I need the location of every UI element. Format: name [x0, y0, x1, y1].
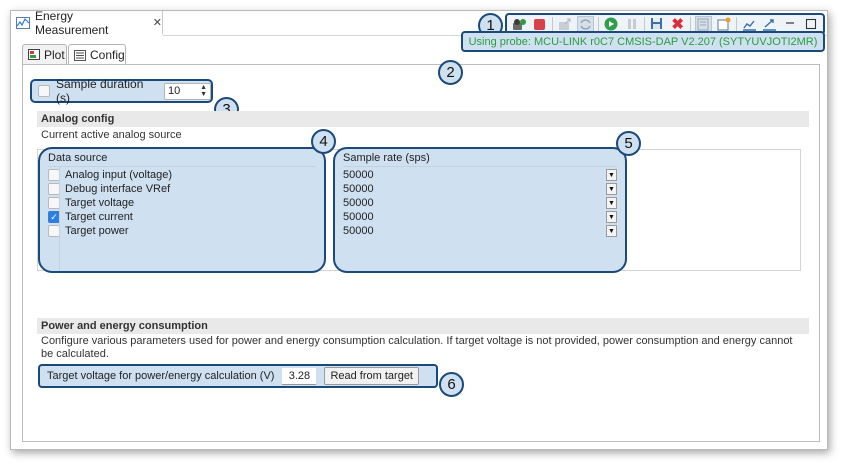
layout-icon[interactable]: [694, 15, 712, 33]
delete-icon[interactable]: ✖: [671, 16, 684, 33]
open-config-icon[interactable]: [716, 16, 733, 33]
sample-duration-group: Sample duration (s) 10 ▲▼: [30, 77, 213, 105]
dropdown-arrow-icon[interactable]: ▼: [606, 197, 617, 209]
analog-subtitle: Current active analog source: [41, 129, 182, 141]
toolbar-separator: [598, 16, 599, 32]
callout-data-source: 4: [311, 129, 336, 154]
spinner-arrows-icon[interactable]: ▲▼: [200, 84, 207, 98]
analog-config-header: Analog config: [37, 111, 809, 127]
power-description: Configure various parameters used for po…: [41, 335, 793, 360]
source-label: Analog input (voltage): [65, 169, 173, 181]
source-label: Target power: [65, 225, 129, 237]
sample-rate-value: 50000: [343, 225, 374, 237]
list-item[interactable]: 50000 ▼: [343, 210, 617, 224]
sample-rate-value: 50000: [343, 211, 374, 223]
dropdown-arrow-icon[interactable]: ▼: [606, 225, 617, 237]
sample-rate-header: Sample rate (sps): [343, 152, 617, 167]
config-icon: [74, 49, 86, 61]
list-item[interactable]: ✓ Target current: [48, 210, 316, 224]
maximize-icon[interactable]: [802, 16, 819, 33]
probe-status: Using probe: MCU-LINK r0C7 CMSIS-DAP V2.…: [461, 31, 825, 52]
data-source-header: Data source: [48, 152, 316, 167]
target-voltage-input[interactable]: 3.28: [282, 367, 317, 385]
import-icon[interactable]: [741, 16, 758, 33]
list-item[interactable]: Target voltage: [48, 196, 316, 210]
sample-duration-checkbox[interactable]: [38, 85, 50, 97]
dropdown-arrow-icon[interactable]: ▼: [606, 169, 617, 181]
sample-duration-spinner[interactable]: 10 ▲▼: [164, 82, 211, 100]
plot-icon: [28, 49, 40, 60]
stop-icon[interactable]: [532, 16, 549, 33]
target-voltage-group: Target voltage for power/energy calculat…: [38, 364, 438, 388]
sample-rate-column: Sample rate (sps) 50000 ▼ 50000 ▼ 50000 …: [333, 147, 627, 273]
toolbar-separator: [552, 16, 553, 32]
view-tab-title: Energy Measurement: [35, 8, 109, 37]
sync-icon[interactable]: [577, 15, 595, 33]
list-item[interactable]: Analog input (voltage): [48, 168, 316, 182]
tab-config-label: Config: [90, 48, 125, 62]
source-label: Target voltage: [65, 197, 135, 209]
view-tab-energy-measurement[interactable]: Energy Measurement ✕: [11, 8, 163, 37]
target-voltage-label: Target voltage for power/energy calculat…: [47, 370, 275, 382]
sample-duration-value: 10: [168, 85, 181, 97]
connect-probe-icon[interactable]: [511, 16, 528, 33]
read-from-target-button[interactable]: Read from target: [324, 367, 419, 385]
run-icon[interactable]: [603, 16, 620, 33]
toolbar-separator: [736, 16, 737, 32]
sample-rate-value: 50000: [343, 169, 374, 181]
callout-sample-rate: 5: [616, 131, 641, 156]
export-icon[interactable]: [557, 16, 574, 33]
list-item[interactable]: 50000 ▼: [343, 196, 617, 210]
dropdown-arrow-icon[interactable]: ▼: [606, 183, 617, 195]
close-icon[interactable]: ✕: [152, 17, 162, 29]
minimize-icon[interactable]: [782, 16, 799, 33]
list-item[interactable]: 50000 ▼: [343, 168, 617, 182]
source-label: Target current: [65, 211, 133, 223]
source-label: Debug interface VRef: [65, 183, 171, 195]
data-source-column: Data source Analog input (voltage) Debug…: [38, 147, 326, 273]
callout-probe: 2: [438, 60, 463, 85]
pause-icon[interactable]: [624, 16, 641, 33]
list-item[interactable]: Debug interface VRef: [48, 182, 316, 196]
tab-config[interactable]: Config: [68, 44, 126, 65]
save-icon[interactable]: [649, 16, 666, 33]
dropdown-arrow-icon[interactable]: ▼: [606, 211, 617, 223]
chart-icon: [16, 16, 30, 29]
callout-target-voltage: 6: [439, 372, 464, 397]
sample-rate-value: 50000: [343, 183, 374, 195]
export-data-icon[interactable]: [761, 16, 778, 33]
toolbar-separator: [689, 16, 691, 32]
list-item[interactable]: Target power: [48, 224, 316, 238]
power-energy-header: Power and energy consumption: [37, 318, 809, 334]
toolbar-separator: [644, 16, 645, 32]
list-item[interactable]: 50000 ▼: [343, 182, 617, 196]
sample-duration-label: Sample duration (s): [56, 77, 144, 105]
list-item[interactable]: 50000 ▼: [343, 224, 617, 238]
column-divider: [59, 167, 60, 271]
sample-rate-value: 50000: [343, 197, 374, 209]
tab-plot-label: Plot: [44, 47, 65, 62]
tab-plot[interactable]: Plot: [22, 44, 67, 64]
view-toolbar: ✖: [505, 13, 825, 35]
